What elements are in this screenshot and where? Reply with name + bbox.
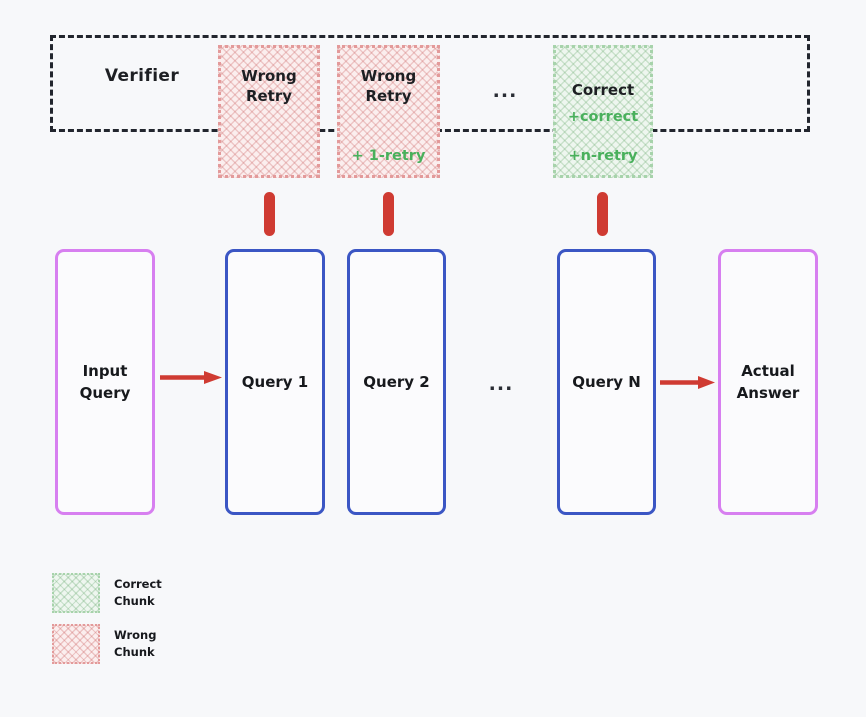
node-label: Query 2: [363, 372, 430, 391]
node-query-1: Query 1: [225, 249, 325, 515]
node-label: Input Query: [79, 361, 131, 403]
node-actual-answer: Actual Answer: [718, 249, 818, 515]
legend: Correct Chunk Wrong Chunk: [52, 573, 282, 675]
legend-item-correct-chunk: Correct Chunk: [52, 573, 282, 613]
chunk-wrong-retry-1: Wrong Retry: [218, 45, 320, 178]
chunk-title: Wrong Retry: [360, 67, 417, 106]
node-input-query: Input Query: [55, 249, 155, 515]
connector-query1-to-chunk: [264, 192, 275, 236]
chunk-title: Correct: [571, 81, 635, 99]
chunk-correct-sublabel: +correct: [567, 109, 639, 126]
arrow-queryn-to-answer: [660, 376, 715, 389]
connector-query2-to-chunk: [383, 192, 394, 236]
connector-queryn-to-chunk: [597, 192, 608, 236]
pipeline-ellipsis: ...: [488, 373, 514, 395]
arrow-input-to-query1: [160, 371, 222, 384]
verifier-label: Verifier: [104, 66, 180, 86]
legend-swatch-wrong-icon: [52, 624, 100, 664]
node-label: Actual Answer: [736, 361, 800, 403]
node-query-2: Query 2: [347, 249, 446, 515]
verifier-ellipsis: ...: [492, 80, 518, 102]
chunk-title: Wrong Retry: [241, 67, 297, 106]
node-query-n: Query N: [557, 249, 656, 515]
legend-swatch-correct-icon: [52, 573, 100, 613]
chunk-retry-label: +n-retry: [568, 148, 638, 164]
node-label: Query 1: [241, 372, 309, 391]
legend-label: Wrong Chunk: [114, 628, 157, 659]
node-label: Query N: [572, 372, 641, 391]
legend-item-wrong-chunk: Wrong Chunk: [52, 624, 282, 664]
chunk-retry-label: + 1-retry: [351, 148, 426, 164]
legend-label: Correct Chunk: [114, 577, 162, 608]
chunk-wrong-retry-2: Wrong Retry + 1-retry: [337, 45, 440, 178]
chunk-correct: Correct +correct +n-retry: [553, 45, 653, 178]
